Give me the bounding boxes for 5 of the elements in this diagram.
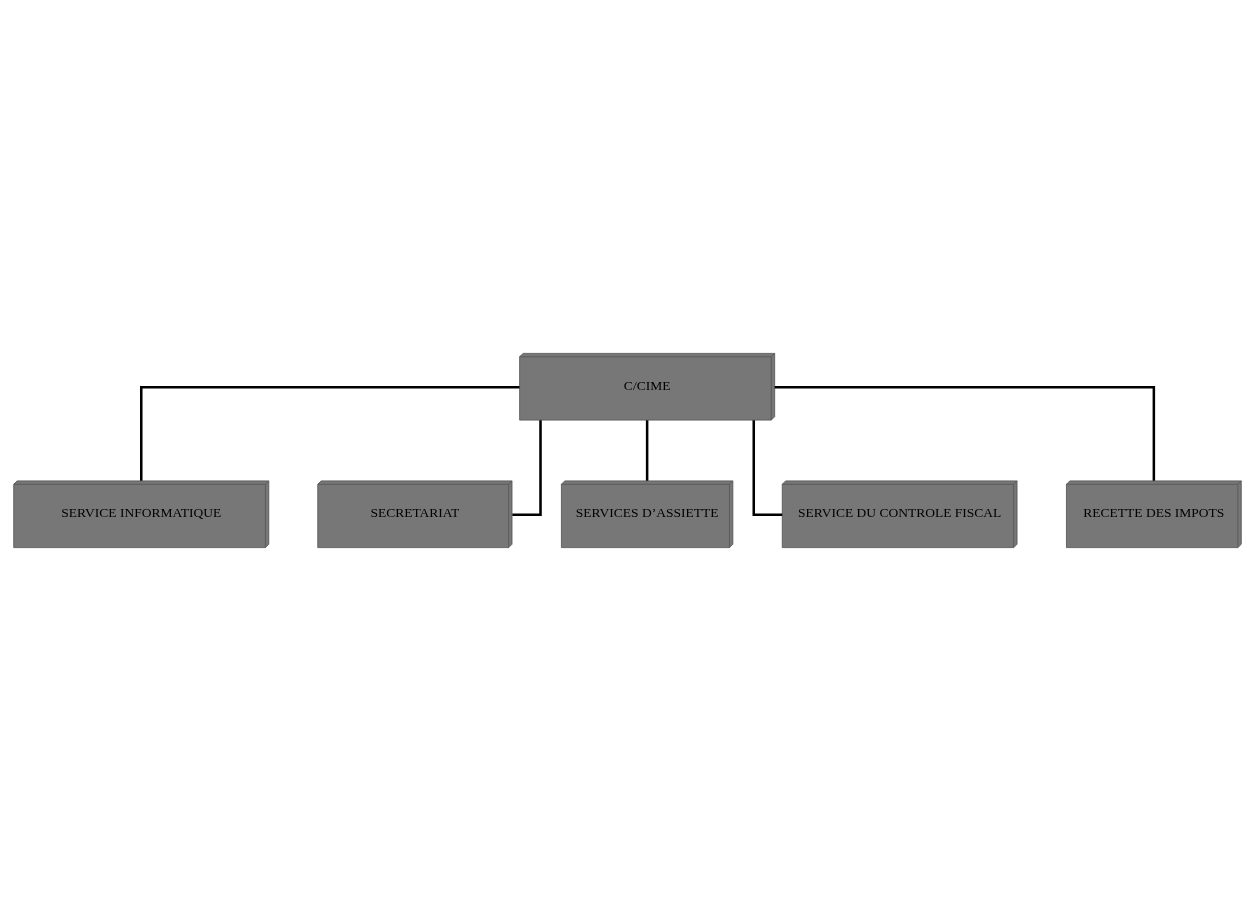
connector	[645, 419, 649, 481]
connector	[774, 385, 1156, 481]
connector	[752, 419, 783, 516]
connector	[512, 419, 542, 516]
connector	[140, 385, 520, 481]
